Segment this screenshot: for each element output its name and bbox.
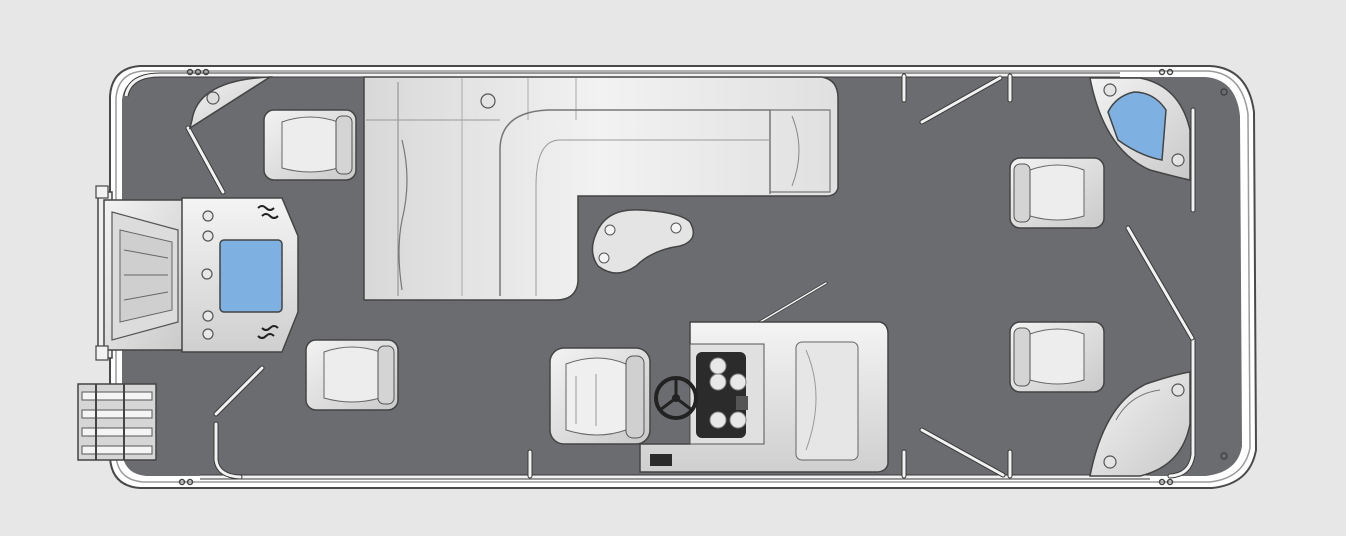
cup-holder-icon [202, 310, 214, 322]
l-lounge [363, 76, 839, 301]
lounge-table [591, 209, 695, 274]
seat-stern-top [263, 109, 357, 181]
cup-holder-icon [206, 91, 220, 105]
cup-holder-icon [1103, 83, 1117, 97]
cup-holder-icon [202, 328, 214, 340]
helm-seat [549, 347, 651, 445]
cup-holder-icon [1103, 455, 1117, 469]
cup-holder-icon [1171, 153, 1185, 167]
cup-holder-icon [202, 230, 214, 242]
stern-platform [95, 185, 187, 361]
steering-wheel-icon [654, 376, 698, 420]
cup-holder-icon [1171, 383, 1185, 397]
helm-console [639, 321, 889, 473]
seat-bow-bottom [1009, 321, 1105, 393]
stern-cooler-bench [181, 197, 299, 353]
gates [185, 75, 1195, 480]
cup-holder-icon [480, 93, 496, 109]
corner-seat-stern-top [188, 76, 273, 130]
seat-bow-top [1009, 157, 1105, 229]
bow-fence [901, 73, 1196, 479]
bow-corner-seat-bottom [1089, 371, 1191, 477]
boarding-ladder-icon [77, 383, 157, 461]
cleats [178, 68, 1228, 486]
throttle-box [650, 454, 672, 466]
cup-holder-icon [202, 210, 214, 222]
hull-inner-rim [115, 70, 1251, 483]
bow-corner-seat-top [1089, 77, 1191, 181]
cooler-lid [1107, 91, 1167, 161]
seat-stern-bottom [305, 339, 399, 411]
cooler-lid [219, 239, 283, 313]
